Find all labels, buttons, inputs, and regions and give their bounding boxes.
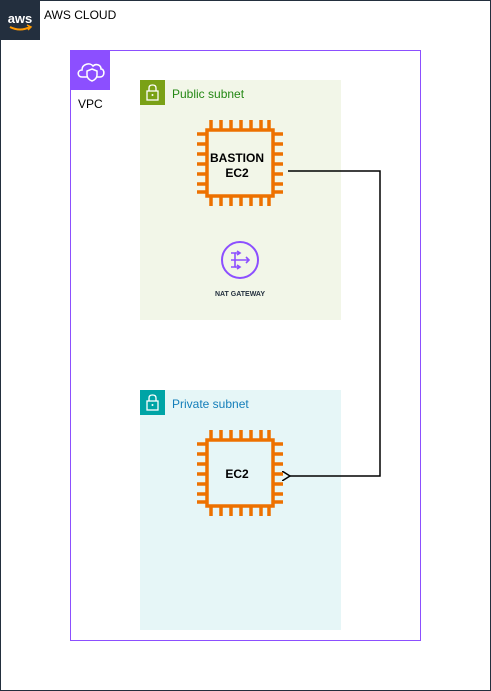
public-lock-icon [140,80,165,105]
ec2-label: EC2 [225,467,249,481]
aws-logo-icon: aws [0,0,40,40]
private-lock-icon [140,390,165,415]
bastion-ec2-label: BASTION EC2 [202,151,272,181]
ec2-chip-icon[interactable] [190,426,290,526]
public-subnet-label: Public subnet [172,87,245,101]
bastion-line1: BASTION [210,151,264,165]
nat-gateway-label: NAT GATEWAY [214,291,266,298]
nat-gateway-icon[interactable] [220,240,260,280]
vpc-label: VPC [78,97,103,111]
private-subnet-label: Private subnet [172,397,249,411]
vpc-group [70,50,421,641]
aws-logo-text: aws [8,11,33,26]
connector-line [288,170,381,476]
cloud-label: AWS CLOUD [44,8,117,22]
vpc-cloud-shield-icon [70,50,110,90]
bastion-ec2-chip-icon[interactable] [190,116,290,216]
bastion-line2: EC2 [225,166,249,180]
